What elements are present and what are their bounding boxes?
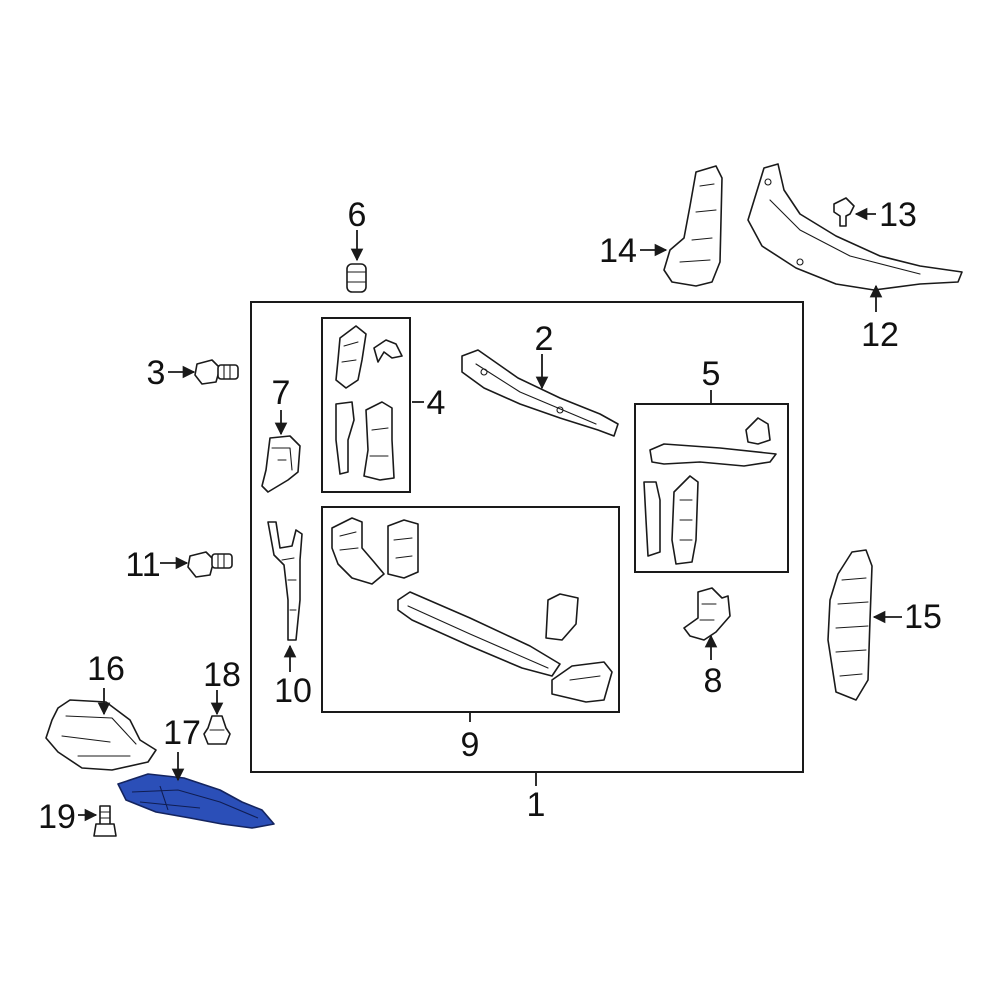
part-19-bolt[interactable] xyxy=(93,805,117,837)
callout-7: 7 xyxy=(272,374,291,412)
callout-4: 4 xyxy=(427,384,446,422)
callout-2: 2 xyxy=(535,320,554,358)
part-12-cover[interactable] xyxy=(747,163,963,291)
part-3-bolt[interactable] xyxy=(194,359,239,385)
callout-13: 13 xyxy=(879,196,917,234)
part-11-bolt[interactable] xyxy=(187,551,233,578)
callout-17: 17 xyxy=(163,714,201,752)
part-6-bumper[interactable] xyxy=(346,263,367,293)
callout-6: 6 xyxy=(348,196,367,234)
callout-10: 10 xyxy=(274,672,312,710)
callout-16: 16 xyxy=(87,650,125,688)
part-17-lower-cover[interactable] xyxy=(117,773,275,829)
callout-11: 11 xyxy=(125,546,160,584)
callout-15: 15 xyxy=(904,598,942,636)
callout-3: 3 xyxy=(147,354,166,392)
callout-5: 5 xyxy=(702,355,721,393)
part-16-splash-shield[interactable] xyxy=(45,699,157,771)
callout-18: 18 xyxy=(203,656,241,694)
callout-14: 14 xyxy=(599,232,637,270)
assembly-box-1 xyxy=(250,301,804,773)
callout-9: 9 xyxy=(461,726,480,764)
callout-1: 1 xyxy=(527,786,546,824)
part-4-brackets[interactable] xyxy=(335,325,403,481)
callout-12: 12 xyxy=(861,316,899,354)
callout-19: 19 xyxy=(38,798,76,836)
part-7-bracket[interactable] xyxy=(261,435,301,493)
part-5-brackets[interactable] xyxy=(643,417,777,565)
group-box-4 xyxy=(321,317,411,493)
part-9-lower-support[interactable] xyxy=(331,517,613,703)
part-18-clip[interactable] xyxy=(203,715,231,745)
part-15-side-bracket[interactable] xyxy=(827,549,873,701)
part-2-upper-support[interactable] xyxy=(461,349,619,437)
part-14-bracket[interactable] xyxy=(663,165,723,287)
callout-8: 8 xyxy=(704,662,723,700)
part-8-bracket[interactable] xyxy=(683,587,731,641)
part-10-support[interactable] xyxy=(267,521,303,641)
part-13-clip[interactable] xyxy=(833,197,855,227)
